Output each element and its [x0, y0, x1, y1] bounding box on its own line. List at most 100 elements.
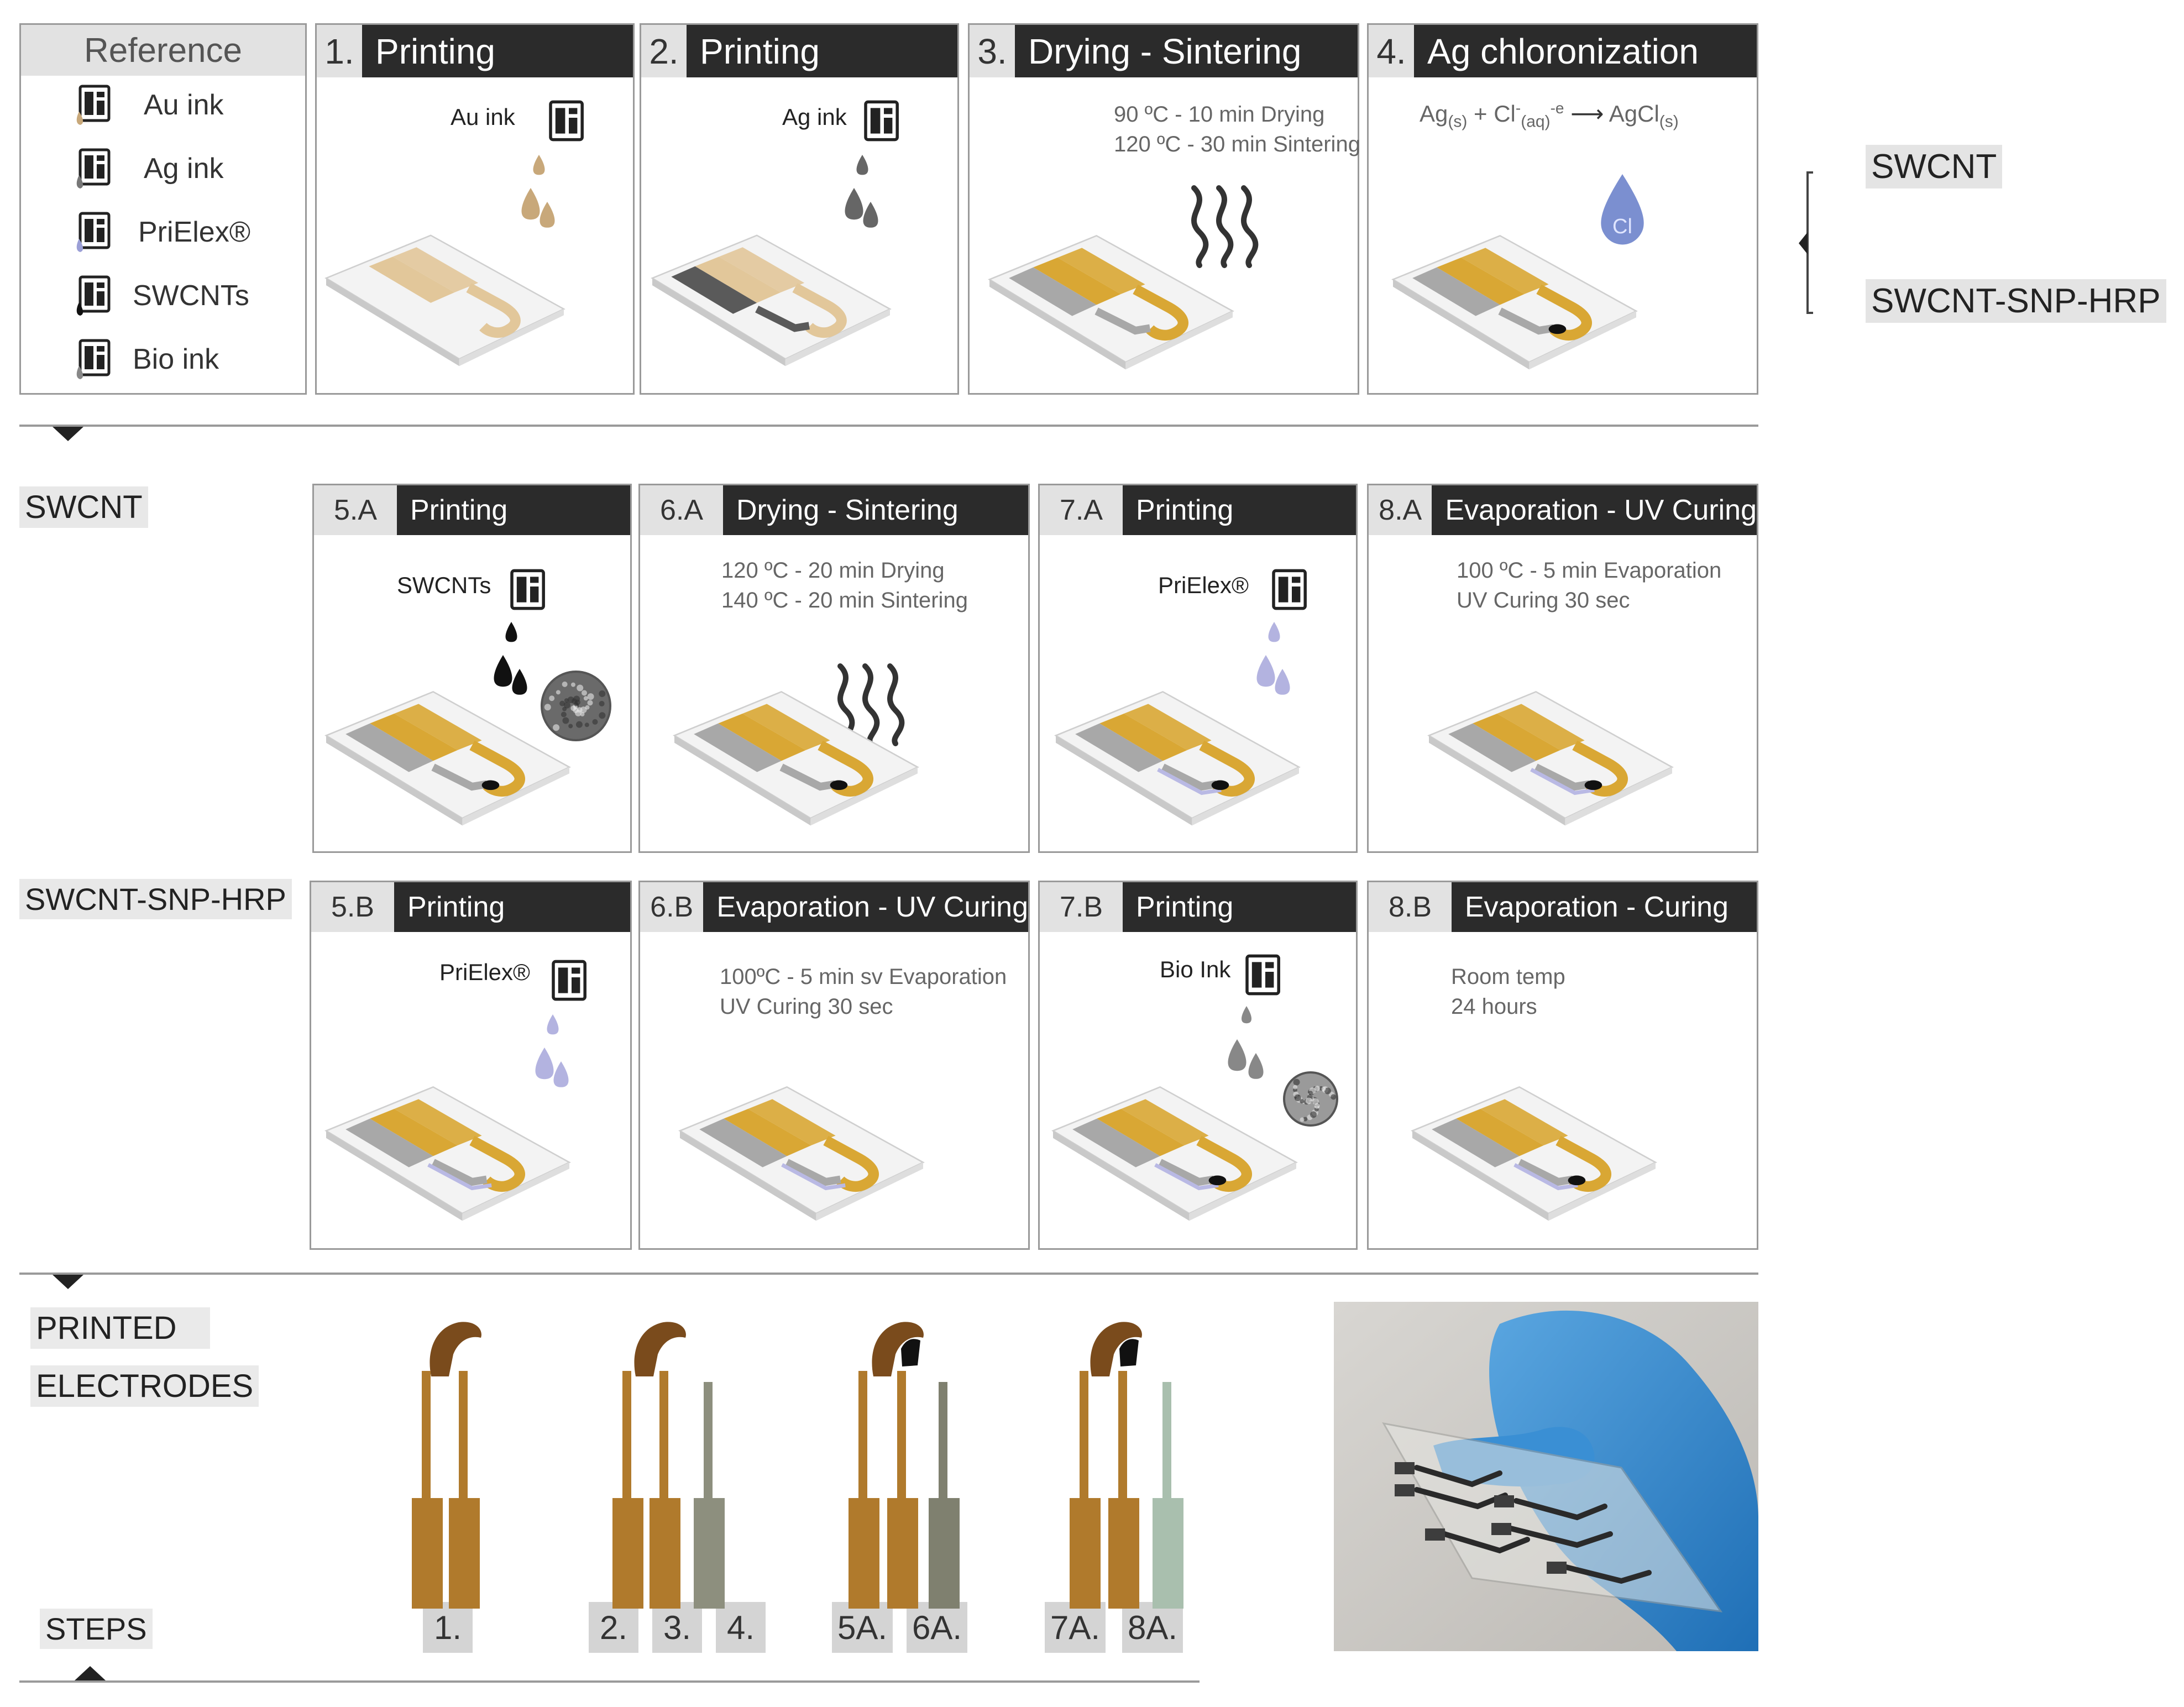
electrode-head — [430, 1322, 481, 1376]
step-number: 3. — [970, 25, 1015, 77]
step-title: Evaporation - UV Curing — [716, 891, 1028, 923]
step-number: 6.A — [640, 485, 723, 535]
step-label: 8A. — [1122, 1602, 1183, 1653]
electrode-head — [1090, 1322, 1142, 1376]
note-line: 100ºC - 5 min sv Evaporation — [720, 965, 1007, 989]
ink-label: Ag ink — [782, 104, 847, 130]
step-number: 4. — [1369, 25, 1414, 77]
drop-label: Cl — [1612, 215, 1632, 238]
electrode-substrate — [324, 234, 565, 366]
step-number: 5.B — [311, 882, 394, 932]
step-title: Printing — [375, 31, 495, 71]
step-title: Printing — [410, 494, 508, 526]
cartridge-icon — [549, 100, 584, 142]
electrode-substrate — [651, 234, 892, 366]
step-5a-panel: 5.A Printing — [312, 484, 632, 853]
step-number: 8.A — [1369, 485, 1432, 535]
electrode-substrate — [988, 234, 1234, 370]
heat-waves-icon — [1191, 185, 1259, 268]
note-line: 120 ºC - 30 min Sintering — [1114, 132, 1360, 156]
electrode-substrate — [1411, 1086, 1657, 1221]
micrograph-inset — [1283, 1071, 1338, 1127]
electrode-strip — [449, 1371, 480, 1609]
electrode-substrate — [1054, 690, 1301, 826]
down-arrow-icon — [53, 1275, 83, 1289]
electrode-strip — [887, 1371, 918, 1609]
eq-term: + Cl — [1467, 101, 1516, 127]
step-number: 1. — [317, 25, 362, 77]
chloronization-equation: Ag(s) + Cl-(aq)-e ⟶ AgCl(s) — [1420, 100, 1679, 131]
electrode-head — [872, 1322, 924, 1376]
electrode-substrate — [1391, 234, 1638, 370]
branch-label-swcnt: SWCNT — [1866, 145, 2003, 188]
step-number: 2. — [641, 25, 687, 77]
ink-label: Bio Ink — [1160, 956, 1231, 982]
ink-label: PriElex® — [1158, 572, 1249, 598]
electrode-strip — [1153, 1382, 1183, 1609]
eq-term: AgCl — [1609, 101, 1659, 127]
electrode-strip — [612, 1371, 643, 1609]
reference-item-label: Au ink — [144, 89, 224, 121]
branch-bracket — [1799, 171, 1813, 314]
electrode-substrate — [1427, 690, 1674, 826]
step-label: 7A. — [1045, 1602, 1106, 1653]
row-label-swcnt: SWCNT — [19, 486, 148, 528]
process-note: 100 ºC - 5 min Evaporation UV Curing 30 … — [1457, 556, 1721, 615]
cartridge-icon — [552, 960, 586, 1001]
branch-label-swcnt-snp-hrp: SWCNT-SNP-HRP — [1866, 279, 2166, 323]
electrode-head — [634, 1322, 686, 1376]
reference-title: Reference — [21, 25, 305, 76]
down-arrow-icon — [53, 427, 83, 441]
ink-drops-icon — [494, 622, 527, 695]
eq-sup: - — [1515, 100, 1521, 117]
cartridge-icon — [510, 569, 545, 610]
electrode-substrate — [324, 1086, 571, 1221]
ink-drops-icon — [535, 1014, 569, 1087]
printed-title-line1: PRINTED — [30, 1307, 210, 1349]
steps-baseline — [19, 1680, 1200, 1683]
electrode-strip — [650, 1371, 680, 1609]
electrode-strip — [694, 1382, 725, 1609]
note-line: 120 ºC - 20 min Drying — [721, 558, 945, 583]
step-number: 8.B — [1369, 882, 1452, 932]
steps-label: STEPS — [40, 1609, 153, 1649]
step-number: 6.B — [640, 882, 704, 932]
step-number: 5.A — [314, 485, 397, 535]
eq-sup: -e — [1550, 100, 1564, 117]
cartridge-icon — [76, 85, 111, 125]
ink-drops-icon — [1228, 1006, 1264, 1079]
electrode-substrate — [1051, 1086, 1298, 1221]
step-title: Drying - Sintering — [1028, 31, 1302, 71]
step-label: 5A. — [832, 1602, 893, 1653]
step-title: Printing — [1136, 494, 1234, 526]
electrode-substrate — [324, 690, 571, 826]
cartridge-icon — [76, 148, 111, 188]
reference-item-label: PriElex® — [138, 216, 251, 248]
step-label: 1. — [423, 1602, 473, 1653]
process-note: Room temp 24 hours — [1451, 962, 1565, 1022]
electrode-strip — [929, 1382, 960, 1609]
process-note: 90 ºC - 10 min Drying 120 ºC - 30 min Si… — [1114, 100, 1360, 159]
step-title: Drying - Sintering — [736, 494, 959, 526]
eq-term: Ag — [1420, 101, 1448, 127]
electrode-strip — [849, 1371, 879, 1609]
electrode-strip — [1108, 1371, 1139, 1609]
step-title: Evaporation - UV Curing — [1445, 494, 1757, 526]
electrode-photo — [1334, 1302, 1758, 1651]
note-line: UV Curing 30 sec — [1457, 588, 1630, 612]
step-title: Ag chloronization — [1427, 31, 1699, 71]
electrode-strip — [1070, 1371, 1101, 1609]
step-title: Printing — [700, 31, 820, 71]
section-divider — [19, 1273, 1758, 1275]
step-title: Printing — [1136, 891, 1234, 923]
ink-drops-icon — [521, 155, 555, 228]
micrograph-inset — [541, 671, 611, 741]
cartridge-icon — [864, 100, 899, 142]
eq-sub: (s) — [1659, 112, 1679, 131]
process-note: 120 ºC - 20 min Drying 140 ºC - 20 min S… — [721, 556, 968, 615]
chloride-drop-icon: Cl — [1601, 174, 1644, 245]
printed-title-line2: ELECTRODES — [30, 1365, 259, 1407]
ink-label: SWCNTs — [397, 572, 491, 598]
row-label-swcnt-snp-hrp: SWCNT-SNP-HRP — [19, 879, 292, 919]
